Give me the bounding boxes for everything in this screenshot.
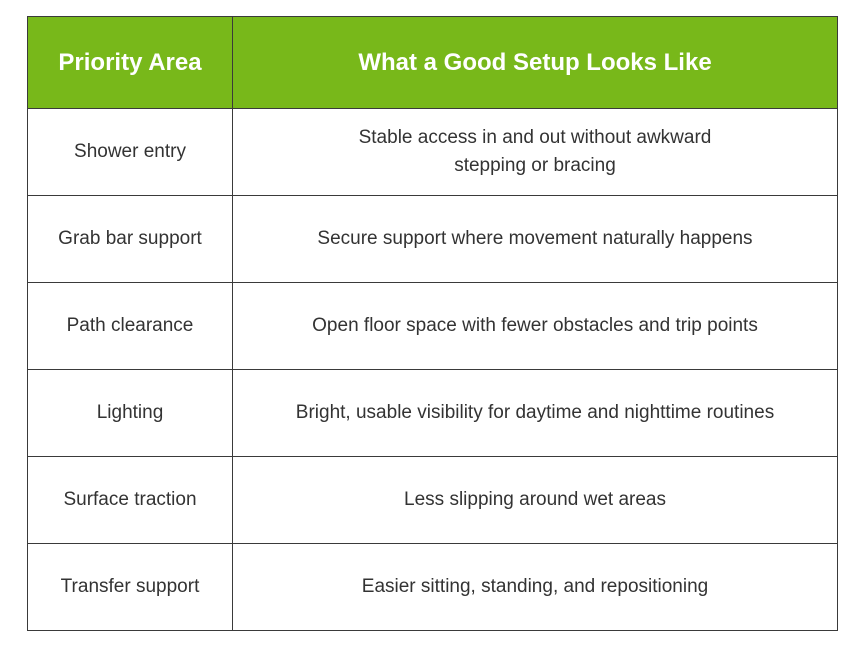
column-header-priority-area: Priority Area bbox=[27, 16, 233, 109]
table-row: Shower entry Stable access in and out wi… bbox=[27, 108, 838, 196]
table-row: Transfer support Easier sitting, standin… bbox=[27, 543, 838, 631]
good-setup-cell: Easier sitting, standing, and reposition… bbox=[232, 543, 838, 631]
table-row: Lighting Bright, usable visibility for d… bbox=[27, 369, 838, 457]
table-row: Grab bar support Secure support where mo… bbox=[27, 195, 838, 283]
column-header-good-setup: What a Good Setup Looks Like bbox=[232, 16, 838, 109]
priority-area-cell: Shower entry bbox=[27, 108, 233, 196]
good-setup-cell: Secure support where movement naturally … bbox=[232, 195, 838, 283]
priority-area-cell: Path clearance bbox=[27, 282, 233, 370]
table-row: Surface traction Less slipping around we… bbox=[27, 456, 838, 544]
priority-table: Priority Area What a Good Setup Looks Li… bbox=[27, 16, 838, 631]
priority-area-cell: Grab bar support bbox=[27, 195, 233, 283]
good-setup-cell: Bright, usable visibility for daytime an… bbox=[232, 369, 838, 457]
good-setup-cell: Open floor space with fewer obstacles an… bbox=[232, 282, 838, 370]
priority-area-cell: Lighting bbox=[27, 369, 233, 457]
priority-area-cell: Surface traction bbox=[27, 456, 233, 544]
good-setup-cell: Less slipping around wet areas bbox=[232, 456, 838, 544]
table-row: Path clearance Open floor space with few… bbox=[27, 282, 838, 370]
priority-area-cell: Transfer support bbox=[27, 543, 233, 631]
table-header-row: Priority Area What a Good Setup Looks Li… bbox=[27, 16, 838, 109]
good-setup-cell: Stable access in and out without awkward… bbox=[232, 108, 838, 196]
